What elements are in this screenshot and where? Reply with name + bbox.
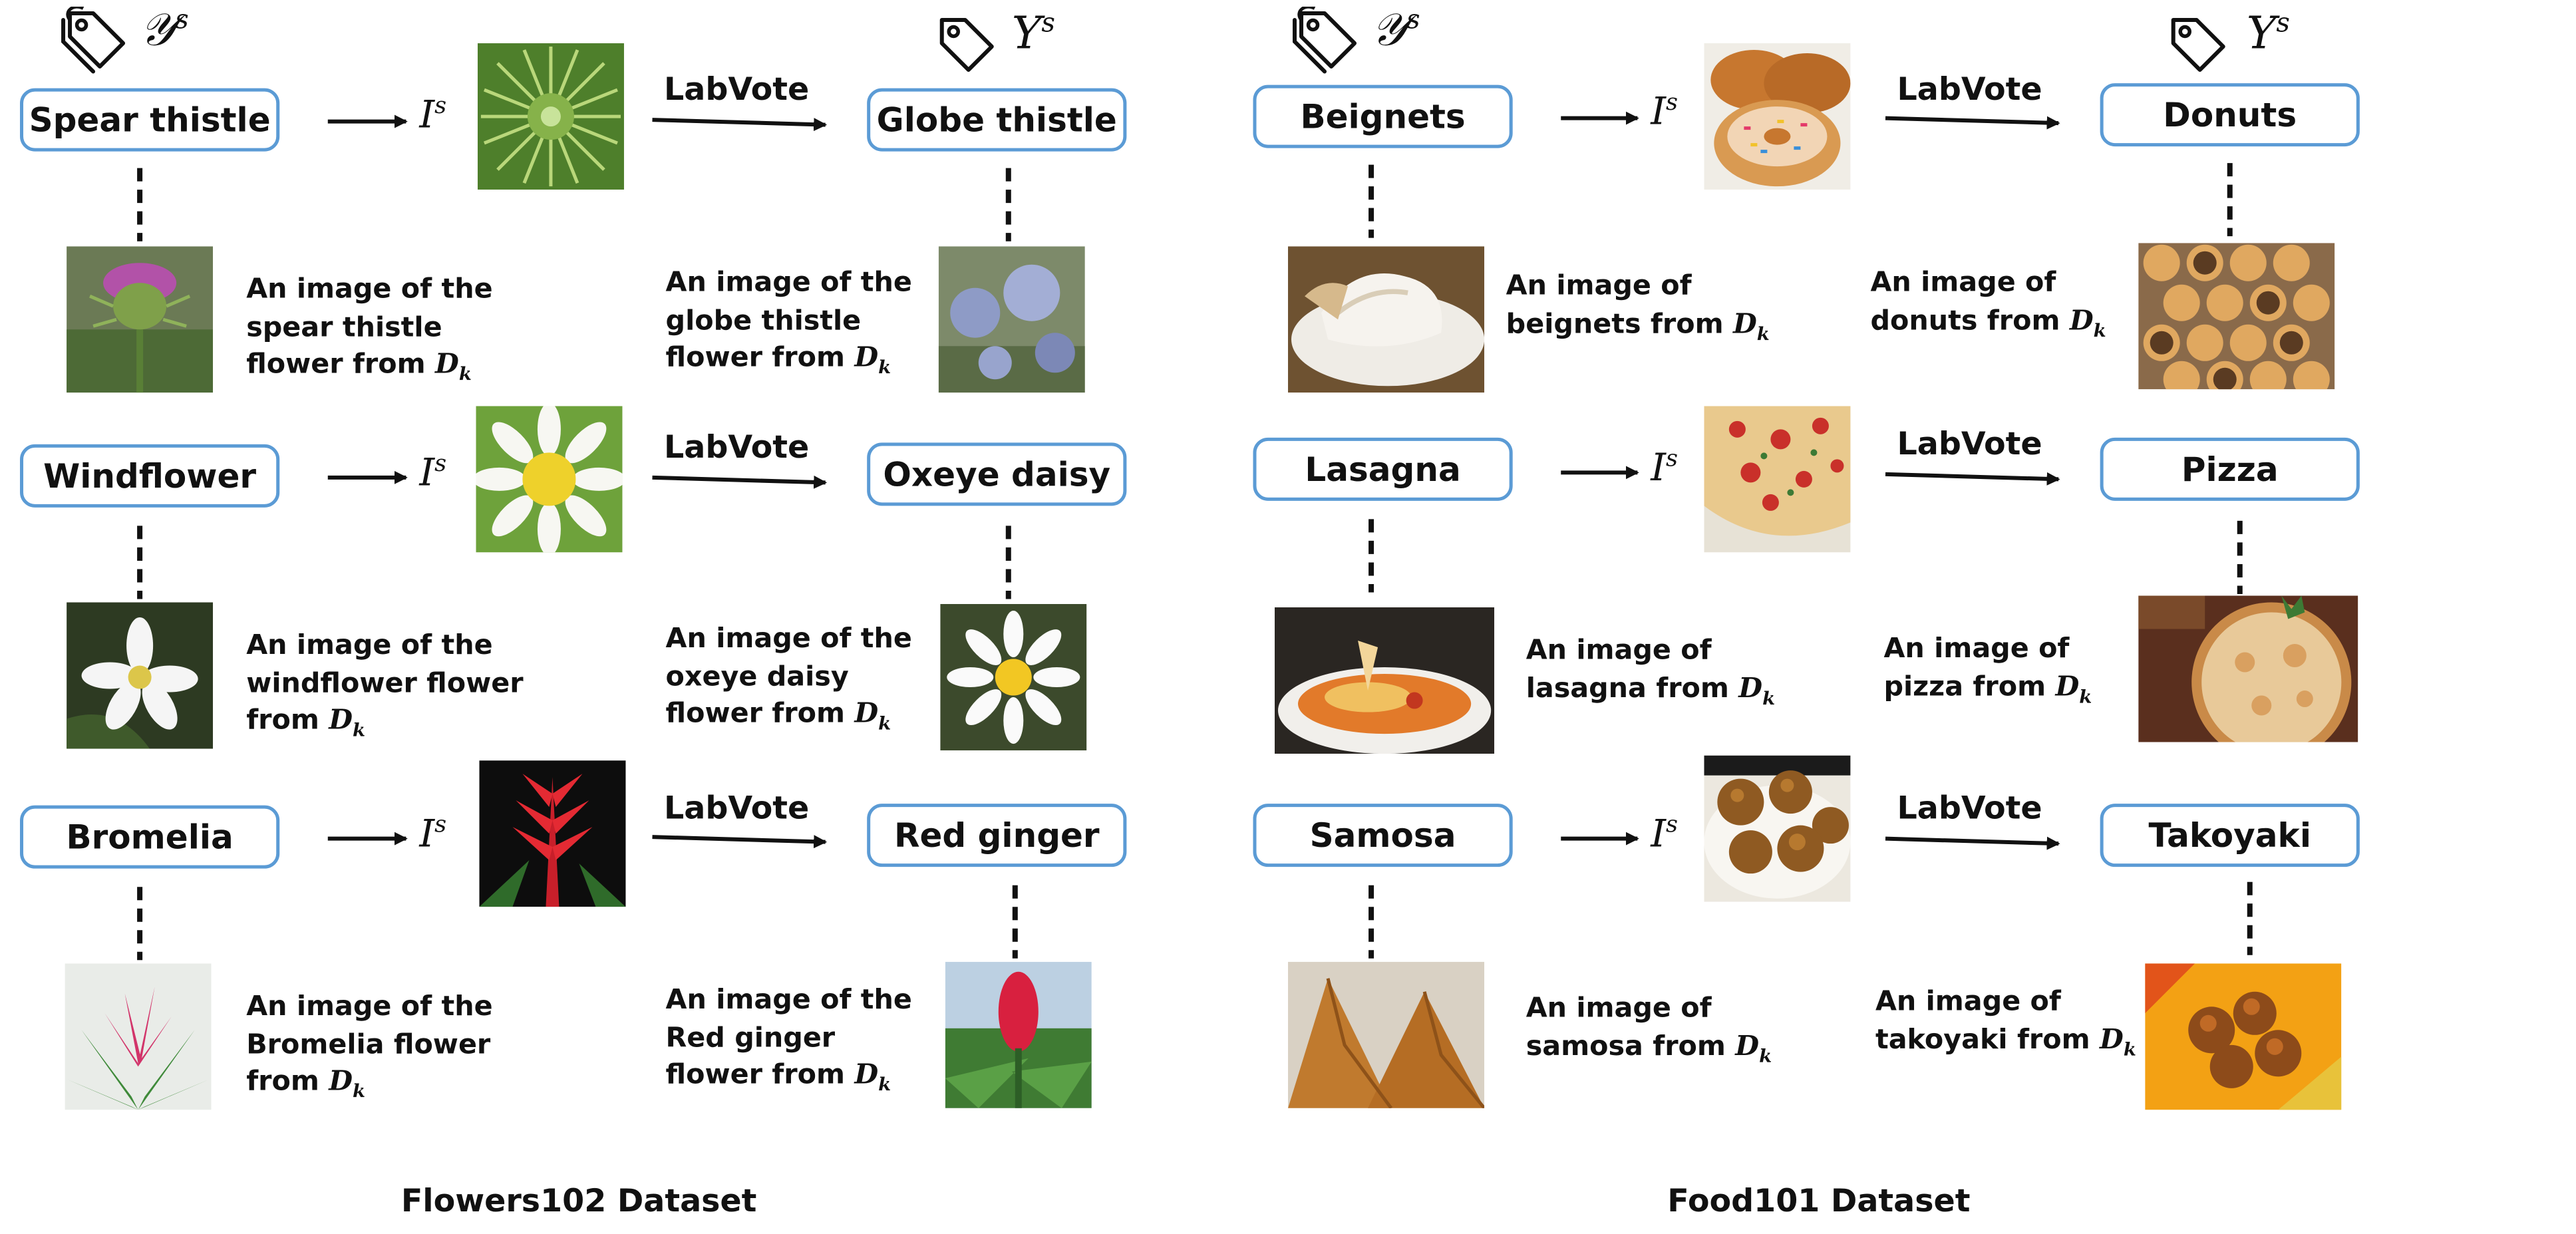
target-label-set-symbol: Ys	[2246, 7, 2290, 61]
method-label: LabVote	[1897, 790, 2042, 828]
method-label: LabVote	[1897, 71, 2042, 108]
spear-thistle-flower-photo-icon	[67, 246, 214, 393]
target-caption: An image of donuts from Dk	[1870, 266, 2106, 341]
target-caption: An image of pizza from Dk	[1883, 632, 2092, 707]
source-label-box: Windflower	[20, 444, 280, 508]
method-label: LabVote	[664, 71, 810, 108]
labvote-arrow	[1885, 836, 2060, 850]
target-label-set-symbol: Ys	[1011, 7, 1055, 61]
source-label-box: Lasagna	[1253, 437, 1513, 501]
daisy-photo-icon	[476, 406, 623, 553]
dataset-title: Flowers102 Dataset	[401, 1183, 757, 1220]
source-label-set-symbol: 𝒴s	[140, 3, 189, 57]
globe-thistle-photo-icon	[938, 246, 1085, 393]
bromelia-photo-icon	[479, 760, 626, 907]
source-label-box: Samosa	[1253, 804, 1513, 867]
tag-icon	[2164, 13, 2230, 80]
donut-photo-icon	[1704, 43, 1851, 190]
labvote-arrow	[652, 475, 828, 489]
source-image-symbol: Is	[1651, 812, 1679, 857]
source-caption: An image of the Bromelia flower from Dk	[246, 990, 493, 1102]
source-label-set-symbol: 𝒴s	[1371, 3, 1420, 57]
oxeye-daisy-photo-icon	[940, 603, 1087, 751]
samosa-photo-icon	[1288, 961, 1485, 1108]
source-image-symbol: Is	[419, 93, 447, 138]
method-label: LabVote	[664, 790, 810, 828]
labvote-arrow	[652, 118, 828, 132]
source-image-symbol: Is	[1651, 90, 1679, 134]
target-label-box: Red ginger	[867, 804, 1127, 867]
source-label-box: Beignets	[1253, 84, 1513, 148]
target-caption: An image of the globe thistle flower fro…	[665, 266, 912, 379]
tag-icon	[932, 13, 999, 80]
source-caption: An image of samosa from Dk	[1526, 991, 1772, 1066]
tags-icon	[57, 5, 130, 77]
spear-thistle-photo-icon	[477, 43, 624, 190]
bromelia-plant-photo-icon	[65, 963, 212, 1110]
lasagna-photo-icon	[1274, 607, 1495, 754]
pizza-slice-photo-icon	[1704, 406, 1851, 553]
labvote-arrow	[1885, 472, 2060, 486]
tags-icon	[1288, 5, 1361, 77]
source-image-symbol: Is	[419, 812, 447, 857]
target-caption: An image of takoyaki from Dk	[1875, 985, 2136, 1060]
method-label: LabVote	[1897, 426, 2042, 463]
fried-balls-photo-icon	[1704, 755, 1851, 902]
pizza-board-photo-icon	[2138, 595, 2358, 742]
dataset-title: Food101 Dataset	[1667, 1183, 1971, 1220]
method-label: LabVote	[664, 429, 810, 466]
red-ginger-photo-icon	[945, 961, 1092, 1108]
windflower-photo-icon	[67, 602, 214, 749]
labvote-arrow	[1885, 116, 2060, 130]
target-label-box: Takoyaki	[2100, 804, 2360, 867]
source-caption: An image of lasagna from Dk	[1526, 633, 1776, 709]
takoyaki-photo-icon	[2145, 963, 2342, 1110]
source-caption: An image of the spear thistle flower fro…	[246, 273, 493, 385]
source-caption: An image of beignets from Dk	[1506, 269, 1770, 345]
target-label-box: Donuts	[2100, 83, 2360, 147]
target-label-box: Globe thistle	[867, 88, 1127, 152]
source-label-box: Spear thistle	[20, 88, 280, 152]
source-caption: An image of the windflower flower from D…	[246, 629, 524, 741]
target-label-box: Oxeye daisy	[867, 442, 1127, 506]
source-label-box: Bromelia	[20, 805, 280, 869]
beignets-photo-icon	[1288, 246, 1485, 393]
source-image-symbol: Is	[1651, 446, 1679, 491]
target-label-box: Pizza	[2100, 437, 2360, 501]
labvote-arrow	[652, 835, 828, 849]
source-image-symbol: Is	[419, 450, 447, 496]
donuts-tray-photo-icon	[2138, 243, 2335, 390]
target-caption: An image of the Red ginger flower from D…	[665, 983, 912, 1096]
target-caption: An image of the oxeye daisy flower from …	[665, 622, 912, 734]
